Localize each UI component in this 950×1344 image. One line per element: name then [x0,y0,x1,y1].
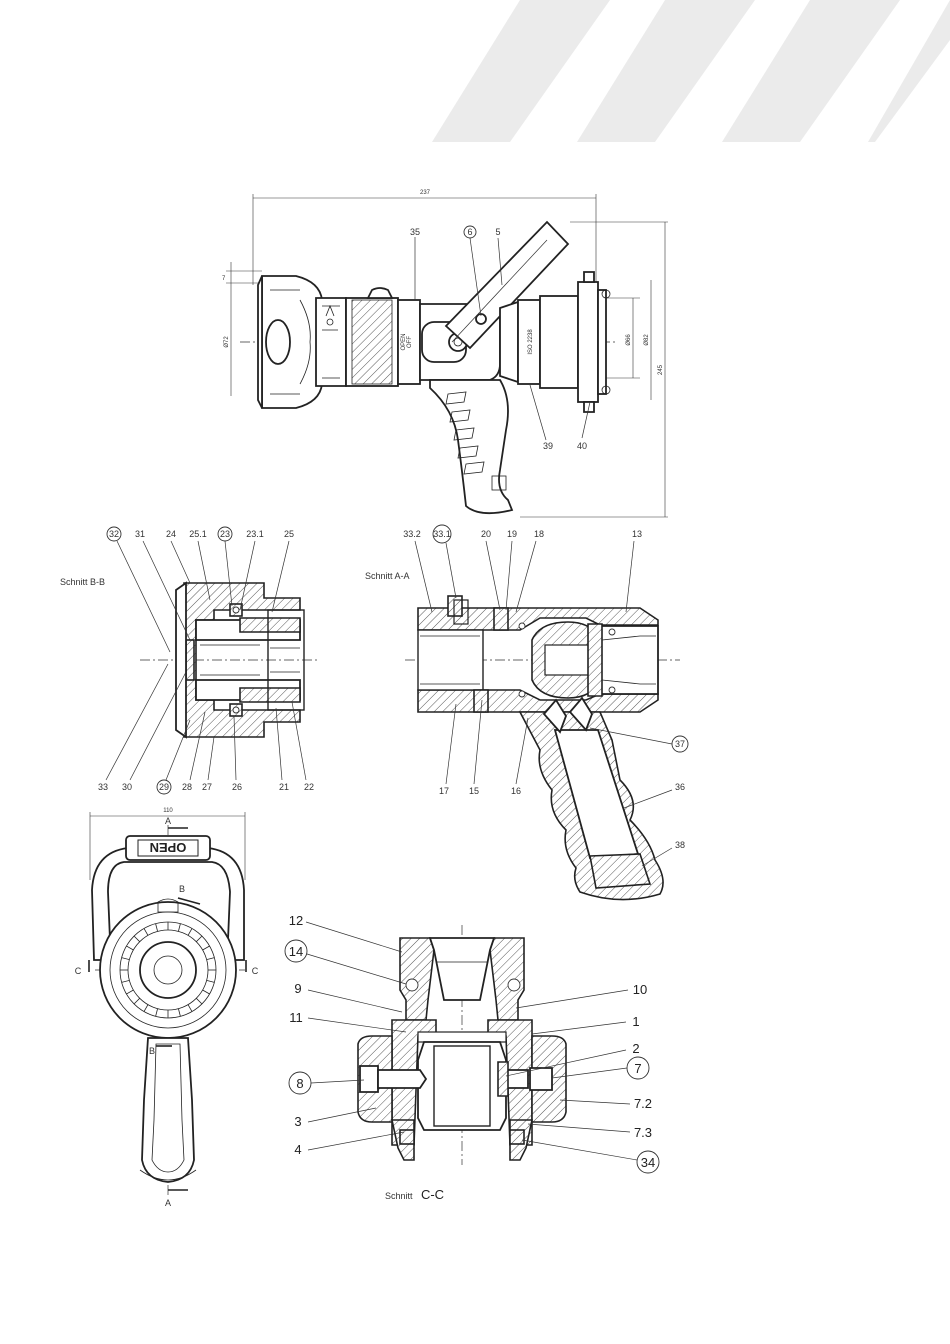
dim-inlet1: Ø66 [626,334,632,346]
ring-text-open: OPEN [401,333,407,350]
label-5: 5 [495,227,500,237]
bb-label-28: 28 [182,782,192,792]
cc-label-4: 4 [294,1142,301,1157]
aa-label-20: 20 [481,529,491,539]
cc-label-11: 11 [289,1010,303,1025]
cut-label-a-bottom: A [165,1198,171,1208]
bb-label-24: 24 [166,529,176,539]
ring-text-off: OFF [407,336,413,348]
header-stripes [432,0,950,142]
bb-label-22: 22 [304,782,314,792]
label-35: 35 [410,227,420,237]
cut-label-b-top: B [179,884,185,894]
aa-label-18: 18 [534,529,544,539]
aa-label-33-1: 33.1 [433,529,451,539]
aa-label-33-2: 33.2 [403,529,421,539]
cc-label-8: 8 [296,1076,303,1091]
section-b-b: Schnitt B-B 32 31 24 25.1 23 23.1 25 3 [60,527,320,794]
dim-overall-height: 245 [658,364,664,375]
section-c-c: Schnitt C-C 12 14 9 11 8 3 4 10 1 2 7 7.… [285,913,659,1203]
section-aa-title: Schnitt A-A [365,571,410,581]
rear-text-iso: ISO 2238 [528,329,534,355]
bb-label-23-1: 23.1 [246,529,264,539]
bb-label-33: 33 [98,782,108,792]
aa-label-19: 19 [507,529,517,539]
bb-label-26: 26 [232,782,242,792]
dim-inlet2: Ø82 [644,334,650,346]
section-cc-title-prefix: Schnitt [385,1191,413,1201]
bb-label-30: 30 [122,782,132,792]
aa-label-13: 13 [632,529,642,539]
dim-width: 110 [163,808,173,814]
bb-label-25: 25 [284,529,294,539]
bb-label-31: 31 [135,529,145,539]
handle-text-open: OPEN [150,840,187,855]
cc-label-1: 1 [632,1014,639,1029]
bb-label-32: 32 [109,529,119,539]
dim-outlet: Ø72 [224,336,230,348]
bb-label-29: 29 [159,782,169,792]
bb-label-23: 23 [220,529,230,539]
cc-label-3: 3 [294,1114,301,1129]
bb-label-25-1: 25.1 [189,529,207,539]
section-cc-title-suffix: C-C [421,1187,444,1202]
front-view: 110 OPEN A A B B C C [75,808,259,1208]
cc-label-14: 14 [289,944,303,959]
dim-small: 7 [222,276,226,282]
cut-label-b-bottom: B [149,1046,155,1056]
cc-label-7-3: 7.3 [634,1125,652,1140]
cc-label-2: 2 [632,1041,639,1056]
cc-label-7-2: 7.2 [634,1096,652,1111]
cc-label-9: 9 [294,981,301,996]
cc-label-10: 10 [633,982,647,997]
side-view: 237 245 7 Ø72 Ø66 Ø82 OFF [222,190,668,517]
section-a-a: Schnitt A-A 33.2 33.1 20 19 [365,525,688,900]
aa-label-15: 15 [469,786,479,796]
label-40: 40 [577,441,587,451]
bb-label-27: 27 [202,782,212,792]
label-39: 39 [543,441,553,451]
cc-label-7: 7 [634,1061,641,1076]
label-6: 6 [467,227,472,237]
aa-label-37: 37 [675,739,685,749]
section-bb-title: Schnitt B-B [60,577,105,587]
aa-label-36: 36 [675,782,685,792]
dim-overall-length: 237 [420,190,431,196]
bb-label-21: 21 [279,782,289,792]
aa-label-17: 17 [439,786,449,796]
aa-label-16: 16 [511,786,521,796]
cut-label-a-top: A [165,816,171,826]
cut-label-c-right: C [252,966,259,976]
aa-label-38: 38 [675,840,685,850]
cut-label-c-left: C [75,966,82,976]
cc-label-34: 34 [641,1155,655,1170]
cc-label-12: 12 [289,913,303,928]
section-cc-title: Schnitt C-C [385,1186,444,1203]
